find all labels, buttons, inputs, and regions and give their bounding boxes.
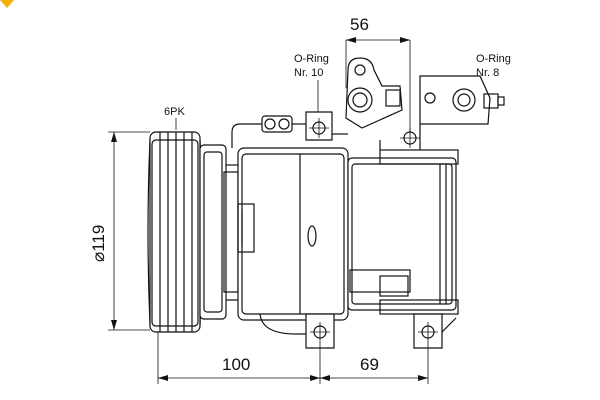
dim-top-width: 56: [350, 15, 369, 34]
top-fittings: [231, 57, 505, 150]
oring-left-label-line1: O-Ring: [294, 53, 329, 65]
bottom-fittings: [259, 313, 457, 349]
belt-label: 6PK: [164, 106, 185, 118]
dim-bottom-right: 69: [360, 355, 379, 374]
oring-right-label-line1: O-Ring: [476, 53, 511, 65]
dim-bottom-left: 100: [222, 355, 250, 374]
dimension-bottom: [157, 332, 429, 384]
dimension-top: [345, 37, 411, 132]
oring-right-label-line2: Nr. 8: [476, 67, 499, 79]
compressor-body: [237, 147, 459, 321]
pulley: [147, 131, 239, 333]
dimension-diameter: [108, 131, 150, 331]
corner-mark: [0, 0, 14, 8]
dim-diameter: ⌀119: [89, 225, 108, 262]
oring-left-label-line2: Nr. 10: [294, 67, 323, 79]
